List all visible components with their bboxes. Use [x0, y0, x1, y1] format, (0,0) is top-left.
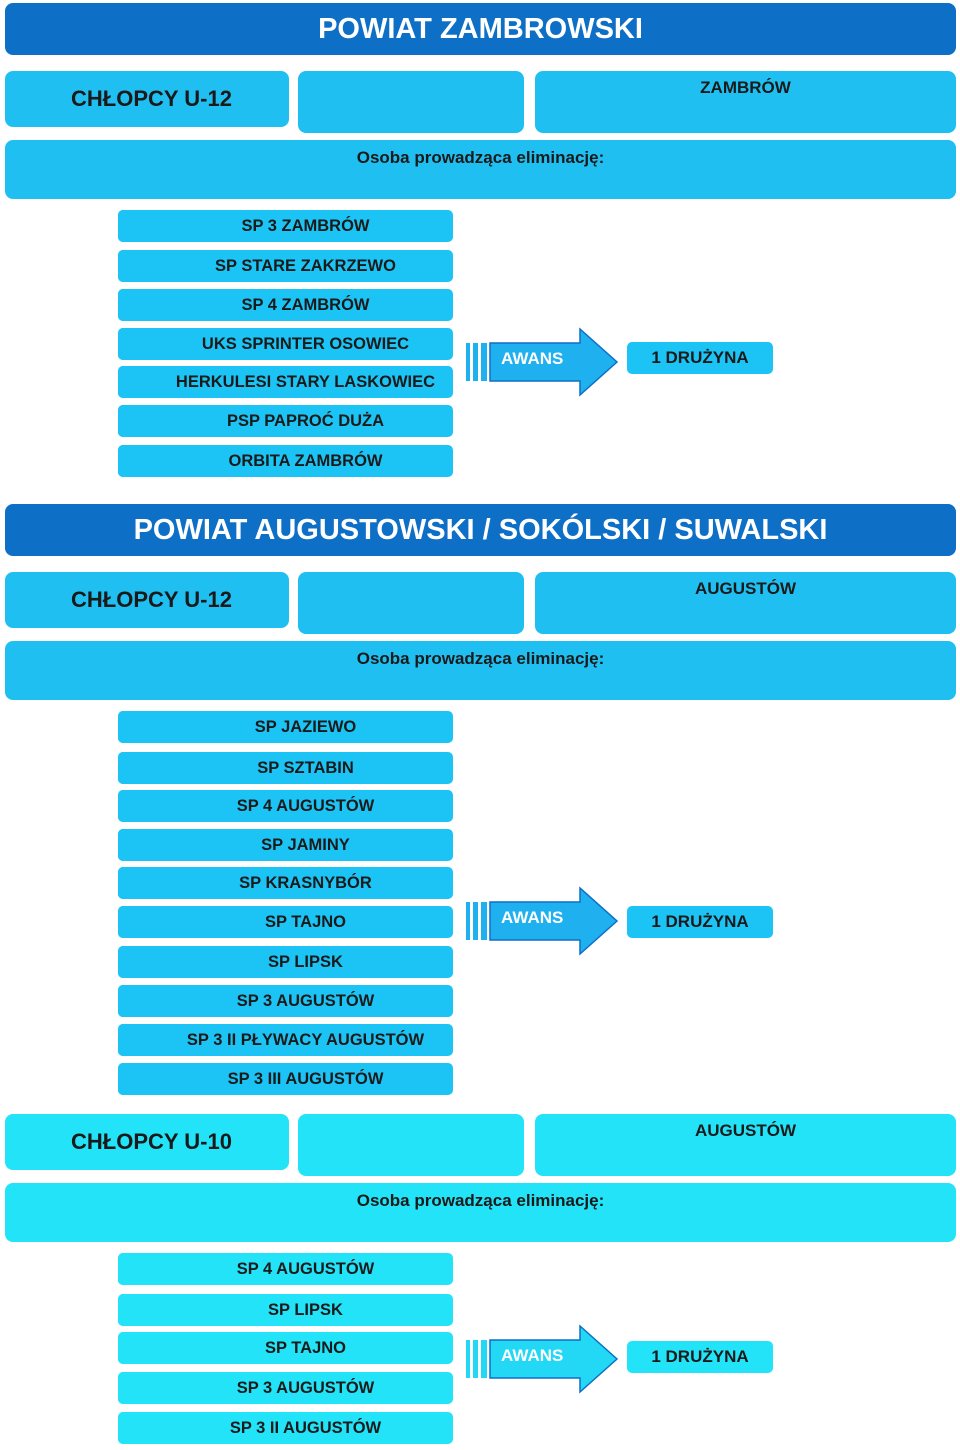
section-1-advance-result: 1 DRUŻYNA: [627, 342, 773, 374]
team-name: SP LIPSK: [118, 946, 453, 978]
arrow-right-icon: [466, 1324, 619, 1394]
arrow-right-icon: [466, 886, 619, 956]
section-1-advance-arrow: AWANS: [465, 327, 620, 397]
team-name: HERKULESI STARY LASKOWIEC: [118, 366, 453, 398]
section-1-person: Osoba prowadząca eliminację:: [5, 140, 956, 199]
section-2-advance-arrow: AWANS: [465, 886, 620, 956]
team-name: UKS SPRINTER OSOWIEC: [118, 328, 453, 360]
advance-label: AWANS: [501, 1346, 564, 1365]
section-1-empty-box: [298, 71, 524, 133]
section-2-location: AUGUSTÓW: [535, 572, 956, 634]
arrow-right-icon: [466, 327, 619, 397]
team-name: SP JAMINY: [118, 829, 453, 861]
section-2-advance-result: 1 DRUŻYNA: [627, 906, 773, 938]
advance-label: AWANS: [501, 349, 564, 368]
team-name: ORBITA ZAMBRÓW: [118, 445, 453, 477]
section-2-empty-box: [298, 572, 524, 634]
team-name: SP TAJNO: [118, 1332, 453, 1364]
team-name: SP 3 AUGUSTÓW: [118, 985, 453, 1017]
section-1-banner: POWIAT ZAMBROWSKI: [5, 3, 956, 55]
team-name: SP 4 AUGUSTÓW: [118, 1253, 453, 1285]
section-3-empty-box: [298, 1114, 524, 1176]
team-name: SP TAJNO: [118, 906, 453, 938]
team-name: SP KRASNYBÓR: [118, 867, 453, 899]
section-1-location: ZAMBRÓW: [535, 71, 956, 133]
section-3-advance-result: 1 DRUŻYNA: [627, 1341, 773, 1373]
section-2-person: Osoba prowadząca eliminację:: [5, 641, 956, 700]
section-3-advance-arrow: AWANS: [465, 1324, 620, 1394]
team-name: SP STARE ZAKRZEWO: [118, 250, 453, 282]
team-name: SP 3 AUGUSTÓW: [118, 1372, 453, 1404]
team-name: SP 4 ZAMBRÓW: [118, 289, 453, 321]
section-3-category: CHŁOPCY U-10: [5, 1114, 289, 1170]
team-name: SP 3 ZAMBRÓW: [118, 210, 453, 242]
section-3-person: Osoba prowadząca eliminację:: [5, 1183, 956, 1242]
team-name: SP JAZIEWO: [118, 711, 453, 743]
team-name: PSP PAPROĆ DUŻA: [118, 405, 453, 437]
section-2-banner: POWIAT AUGUSTOWSKI / SOKÓLSKI / SUWALSKI: [5, 504, 956, 556]
team-name: SP 3 III AUGUSTÓW: [118, 1063, 453, 1095]
team-name: SP 4 AUGUSTÓW: [118, 790, 453, 822]
section-2-category: CHŁOPCY U-12: [5, 572, 289, 628]
team-name: SP SZTABIN: [118, 752, 453, 784]
section-3-location: AUGUSTÓW: [535, 1114, 956, 1176]
team-name: SP 3 II AUGUSTÓW: [118, 1412, 453, 1444]
team-name: SP LIPSK: [118, 1294, 453, 1326]
section-1-category: CHŁOPCY U-12: [5, 71, 289, 127]
advance-label: AWANS: [501, 908, 564, 927]
team-name: SP 3 II PŁYWACY AUGUSTÓW: [118, 1024, 453, 1056]
